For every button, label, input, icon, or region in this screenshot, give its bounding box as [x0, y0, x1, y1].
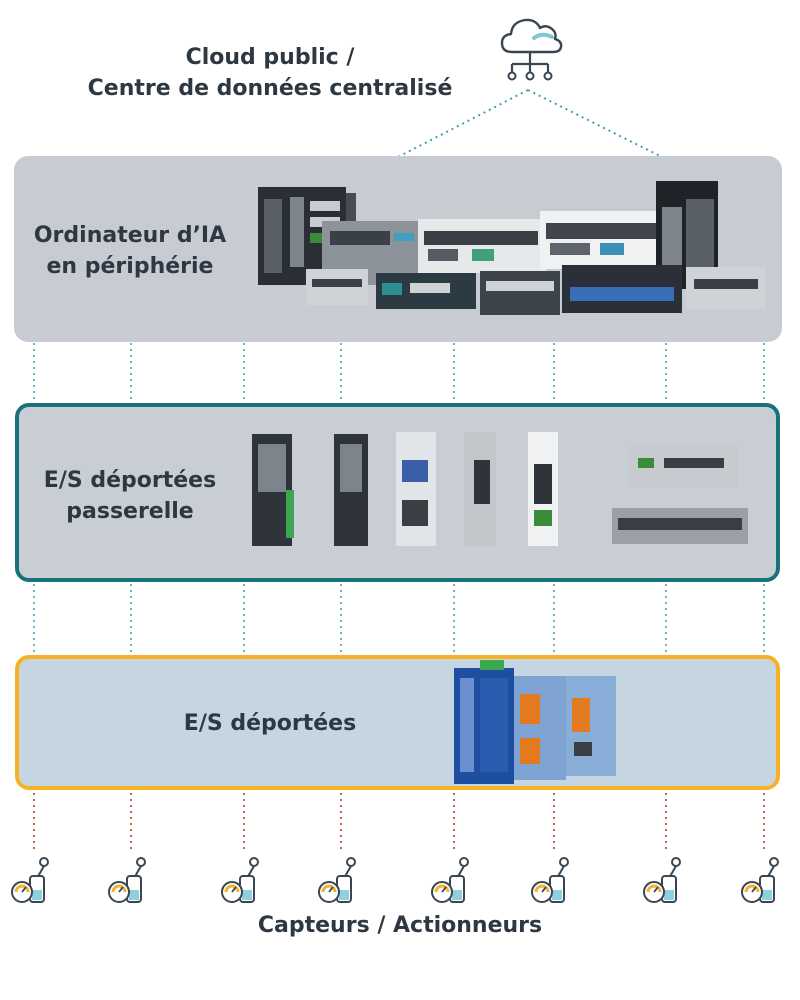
- sensor-gauge-icon: [431, 857, 469, 903]
- sensor-lines: [33, 793, 765, 852]
- cloud-network-icon: [500, 18, 563, 81]
- edge-computers-image: [258, 181, 766, 315]
- sensors-label: Capteurs / Actionneurs: [257, 913, 543, 938]
- sensor-gauge-icon: [221, 857, 259, 903]
- edge-ai-label: Ordinateur d’IA en périphérie: [33, 223, 227, 279]
- sensor-gauge-icon: [531, 857, 569, 903]
- sensor-gauge-icon: [318, 857, 356, 903]
- remote-io-label: E/S déportées: [183, 711, 357, 736]
- gateway-label: E/S déportées passerelle: [43, 468, 217, 524]
- remote-io-tier: [15, 655, 780, 790]
- sensor-gauge-icon: [11, 857, 49, 903]
- cloud-title: Cloud public / Centre de données central…: [87, 45, 453, 101]
- remote-io-modules-image: [454, 660, 616, 784]
- sensor-gauge-icon: [741, 857, 779, 903]
- sensor-gauge-icon: [643, 857, 681, 903]
- cloud-links: [397, 89, 663, 158]
- gateway-devices-image: [252, 432, 748, 546]
- sensor-gauge-icon: [108, 857, 146, 903]
- uplink-lines: [33, 343, 765, 653]
